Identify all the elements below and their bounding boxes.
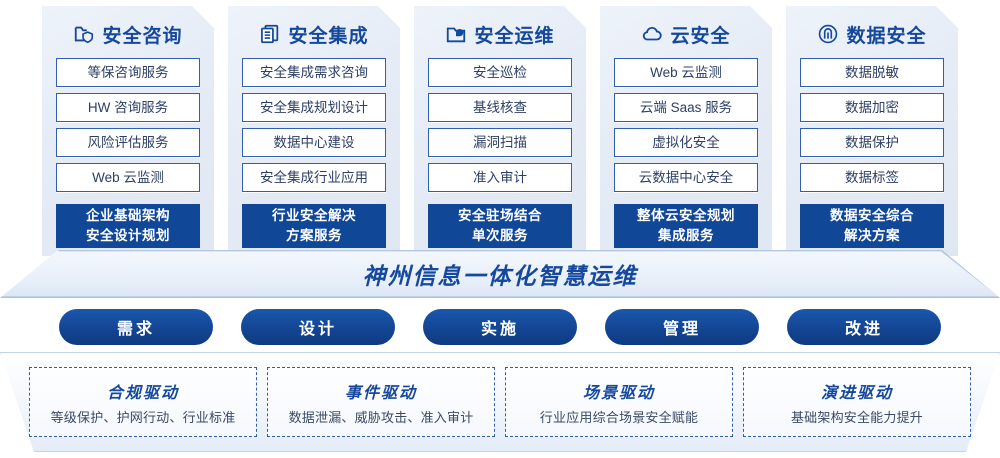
driver-subtitle: 数据泄漏、威胁攻击、准入审计 — [288, 409, 474, 425]
driver-card-scenario[interactable]: 场景驱动 行业应用综合场景安全赋能 — [505, 367, 733, 437]
cloud-icon — [641, 23, 663, 45]
platform-banner: 神州信息一体化智慧运维 — [0, 250, 1000, 298]
pillar-highlight-line2: 方案服务 — [286, 228, 342, 243]
driver-section: 合规驱动 等级保护、护网行动、行业标准 事件驱动 数据泄漏、威胁攻击、准入审计 … — [0, 352, 1000, 452]
pillar-header: 数据安全 — [786, 6, 958, 58]
pillar-item-list: 安全集成需求咨询 安全集成规划设计 数据中心建设 安全集成行业应用 行业安全解决… — [228, 58, 400, 248]
pillar-title: 安全集成 — [288, 25, 369, 47]
driver-card-group: 合规驱动 等级保护、护网行动、行业标准 事件驱动 数据泄漏、威胁攻击、准入审计 … — [0, 352, 1000, 452]
banner-title: 神州信息一体化智慧运维 — [362, 263, 638, 289]
pillar-item[interactable]: 风险评估服务 — [56, 128, 200, 157]
pillar-highlight-line1: 行业安全解决 — [272, 208, 356, 223]
pillar-highlight-line2: 集成服务 — [658, 228, 714, 243]
pillar-title: 安全运维 — [474, 25, 555, 47]
pillar-item[interactable]: 安全集成需求咨询 — [242, 58, 386, 87]
fingerprint-icon — [817, 23, 839, 45]
pillar-card-security-operations[interactable]: 安全运维 安全巡检 基线核查 漏洞扫描 准入审计 安全驻场结合 单次服务 — [414, 6, 586, 256]
pillar-card-group: 安全咨询 等保咨询服务 HW 咨询服务 风险评估服务 Web 云监测 企业基础架… — [0, 6, 1000, 256]
driver-card-incident[interactable]: 事件驱动 数据泄漏、威胁攻击、准入审计 — [267, 367, 495, 437]
phase-pill-implementation[interactable]: 实施 — [423, 309, 577, 345]
pillar-item[interactable]: Web 云监测 — [56, 163, 200, 192]
pillar-item[interactable]: 数据标签 — [800, 163, 944, 192]
driver-subtitle: 等级保护、护网行动、行业标准 — [50, 409, 236, 425]
pillar-item[interactable]: 虚拟化安全 — [614, 128, 758, 157]
pillar-item[interactable]: 数据加密 — [800, 93, 944, 122]
pillar-highlight-line1: 企业基础架构 — [86, 208, 170, 223]
pillar-item[interactable]: 安全集成行业应用 — [242, 163, 386, 192]
pillar-title: 安全咨询 — [102, 25, 183, 47]
pillar-highlight-item[interactable]: 整体云安全规划 集成服务 — [614, 204, 758, 248]
phase-pill-management[interactable]: 管理 — [605, 309, 759, 345]
pillar-item[interactable]: 数据中心建设 — [242, 128, 386, 157]
pillar-header: 安全咨询 — [42, 6, 214, 58]
pillar-highlight-line1: 整体云安全规划 — [637, 208, 735, 223]
pillar-highlight-line2: 安全设计规划 — [86, 228, 170, 243]
pillar-item[interactable]: 基线核查 — [428, 93, 572, 122]
phase-pill-design[interactable]: 设计 — [241, 309, 395, 345]
driver-card-evolution[interactable]: 演进驱动 基础架构安全能力提升 — [743, 367, 971, 437]
pillar-item[interactable]: 云数据中心安全 — [614, 163, 758, 192]
pillar-title: 数据安全 — [846, 25, 927, 47]
pillar-card-data-security[interactable]: 数据安全 数据脱敏 数据加密 数据保护 数据标签 数据安全综合 解决方案 — [786, 6, 958, 256]
driver-subtitle: 行业应用综合场景安全赋能 — [539, 409, 699, 425]
pillar-highlight-item[interactable]: 企业基础架构 安全设计规划 — [56, 204, 200, 248]
pillar-card-security-integration[interactable]: 安全集成 安全集成需求咨询 安全集成规划设计 数据中心建设 安全集成行业应用 行… — [228, 6, 400, 256]
pillar-highlight-line1: 安全驻场结合 — [458, 208, 542, 223]
driver-title: 事件驱动 — [344, 384, 417, 402]
pillar-card-cloud-security[interactable]: 云安全 Web 云监测 云端 Saas 服务 虚拟化安全 云数据中心安全 整体云… — [600, 6, 772, 256]
pillar-item-list: 数据脱敏 数据加密 数据保护 数据标签 数据安全综合 解决方案 — [786, 58, 958, 248]
banner-shape — [0, 250, 1000, 298]
phase-pill-group: 需求 设计 实施 管理 改进 — [0, 309, 1000, 345]
pillar-item[interactable]: 数据保护 — [800, 128, 944, 157]
pillar-header: 云安全 — [600, 6, 772, 58]
pillar-header: 安全运维 — [414, 6, 586, 58]
pillar-item[interactable]: HW 咨询服务 — [56, 93, 200, 122]
monitor-chart-icon — [445, 23, 467, 45]
pillar-highlight-line2: 单次服务 — [472, 228, 528, 243]
pillar-highlight-item[interactable]: 安全驻场结合 单次服务 — [428, 204, 572, 248]
phase-pill-improvement[interactable]: 改进 — [787, 309, 941, 345]
pillar-highlight-item[interactable]: 数据安全综合 解决方案 — [800, 204, 944, 248]
pillar-highlight-line1: 数据安全综合 — [830, 208, 914, 223]
documents-stack-icon — [259, 23, 281, 45]
pillar-item[interactable]: 云端 Saas 服务 — [614, 93, 758, 122]
pillar-item[interactable]: 安全集成规划设计 — [242, 93, 386, 122]
pillar-item-list: Web 云监测 云端 Saas 服务 虚拟化安全 云数据中心安全 整体云安全规划… — [600, 58, 772, 248]
pillar-item[interactable]: 安全巡检 — [428, 58, 572, 87]
pillar-title: 云安全 — [670, 25, 731, 47]
driver-card-compliance[interactable]: 合规驱动 等级保护、护网行动、行业标准 — [29, 367, 257, 437]
driver-subtitle: 基础架构安全能力提升 — [790, 409, 923, 425]
folder-shield-icon — [73, 23, 95, 45]
pillar-header: 安全集成 — [228, 6, 400, 58]
pillar-highlight-item[interactable]: 行业安全解决 方案服务 — [242, 204, 386, 248]
pillar-item[interactable]: 数据脱敏 — [800, 58, 944, 87]
pillar-item[interactable]: 等保咨询服务 — [56, 58, 200, 87]
driver-title: 合规驱动 — [106, 384, 179, 402]
pillar-item-list: 等保咨询服务 HW 咨询服务 风险评估服务 Web 云监测 企业基础架构 安全设… — [42, 58, 214, 248]
pillar-card-security-consulting[interactable]: 安全咨询 等保咨询服务 HW 咨询服务 风险评估服务 Web 云监测 企业基础架… — [42, 6, 214, 256]
pillar-item[interactable]: 准入审计 — [428, 163, 572, 192]
phase-pill-requirement[interactable]: 需求 — [59, 309, 213, 345]
driver-title: 场景驱动 — [582, 384, 655, 402]
pillar-item-list: 安全巡检 基线核查 漏洞扫描 准入审计 安全驻场结合 单次服务 — [414, 58, 586, 248]
driver-title: 演进驱动 — [820, 384, 893, 402]
pillar-item[interactable]: Web 云监测 — [614, 58, 758, 87]
pillar-highlight-line2: 解决方案 — [844, 228, 900, 243]
pillar-item[interactable]: 漏洞扫描 — [428, 128, 572, 157]
